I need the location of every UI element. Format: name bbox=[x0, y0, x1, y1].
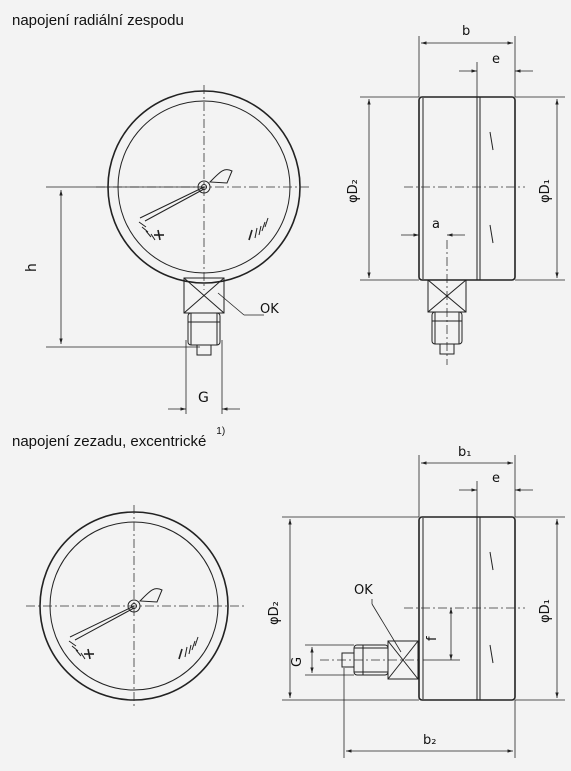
label-d1-bottom: φD₁ bbox=[538, 599, 553, 623]
case-body bbox=[418, 516, 516, 701]
scale-marks-left bbox=[138, 221, 164, 241]
dimension-d1-bottom bbox=[515, 516, 565, 701]
dimension-f bbox=[423, 608, 460, 661]
label-d1-top: φD₁ bbox=[538, 179, 553, 203]
label-d2-top: φD₂ bbox=[346, 179, 361, 203]
ok-leader bbox=[371, 603, 402, 653]
label-ok-top: OK bbox=[260, 302, 279, 317]
caption-radial-bottom: napojení radiální zespodu bbox=[12, 12, 184, 29]
glass-mark bbox=[489, 131, 494, 151]
scale-marks-right bbox=[178, 636, 199, 660]
dimension-d1-top bbox=[515, 96, 565, 281]
ok-leader bbox=[217, 292, 245, 316]
dimension-e-top bbox=[459, 62, 533, 97]
gauge-pointer bbox=[69, 588, 163, 641]
label-e-bottom: e bbox=[492, 471, 500, 486]
caption-rear-eccentric: napojení zezadu, excentrické1) bbox=[12, 426, 226, 450]
rear-hex-socket bbox=[341, 640, 419, 680]
gauge-front-rear bbox=[26, 505, 244, 708]
gauge-side-radial: b e a φD₂ bbox=[346, 24, 565, 365]
label-d2-bottom: φD₂ bbox=[267, 601, 282, 625]
label-b1: b₁ bbox=[458, 445, 471, 460]
dimension-e-bottom bbox=[459, 481, 533, 517]
label-ok-bottom: OK bbox=[354, 583, 373, 598]
gauge-pointer bbox=[139, 169, 233, 222]
footnote-marker: 1) bbox=[216, 426, 226, 437]
dimension-d2-top bbox=[360, 96, 419, 281]
gauge-front-radial: h OK G bbox=[24, 85, 312, 414]
dimension-h bbox=[46, 186, 205, 348]
label-b: b bbox=[462, 24, 470, 39]
scale-marks-left bbox=[68, 640, 94, 660]
dimension-d2-bottom bbox=[282, 516, 419, 701]
dimension-g-bottom bbox=[305, 644, 354, 676]
dimension-g-top bbox=[168, 340, 240, 414]
side-hex-socket bbox=[427, 279, 467, 355]
label-b2: b₂ bbox=[423, 733, 436, 748]
label-g-top: G bbox=[198, 390, 209, 406]
case-body bbox=[418, 96, 516, 281]
gauge-side-rear: OK f G b₁ bbox=[267, 445, 565, 758]
label-e-top: e bbox=[492, 52, 500, 67]
label-h: h bbox=[24, 263, 40, 272]
scale-marks-right bbox=[248, 217, 269, 241]
threaded-connection bbox=[187, 312, 221, 356]
label-g-bottom: G bbox=[290, 657, 305, 667]
label-a: a bbox=[432, 217, 440, 232]
dimension-b1 bbox=[418, 455, 516, 517]
dimension-b bbox=[418, 36, 516, 97]
dimension-b2 bbox=[343, 668, 516, 758]
label-f: f bbox=[425, 636, 440, 641]
